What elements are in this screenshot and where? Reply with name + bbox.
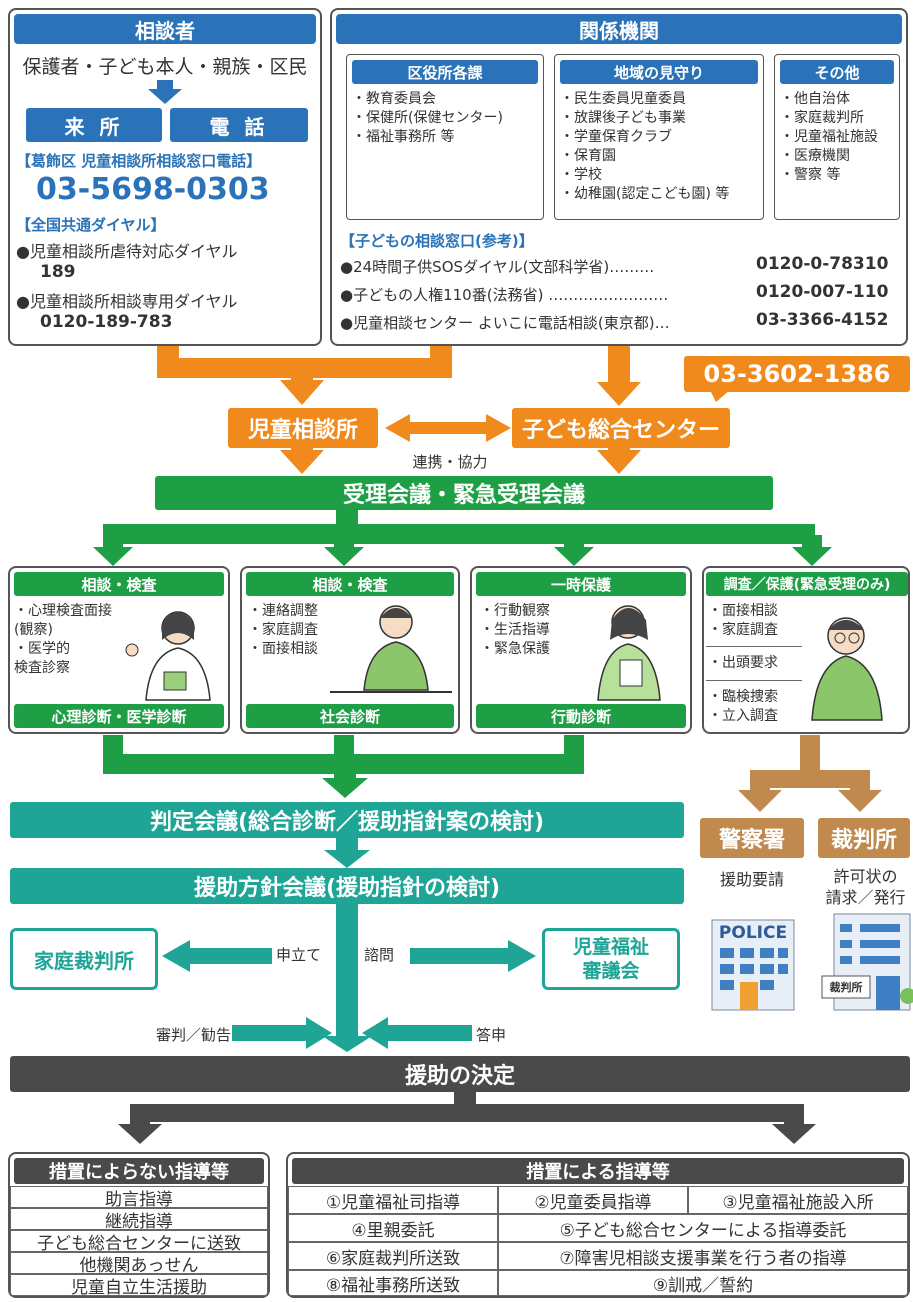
national-item-label: ●児童相談所虐待対応ダイヤル (16, 242, 238, 261)
trial-label: 審判／勧告 (156, 1026, 232, 1044)
agency-group-items: ・民生委員児童委員 ・放課後子ども事業 ・学童保育クラブ ・保育園 ・学校 ・幼… (560, 91, 730, 202)
measure-cell: ⑧福祉事務所送致 (288, 1270, 498, 1296)
consultant-box (8, 8, 322, 346)
non-measure-table (8, 1152, 270, 1298)
child-window-label: 【子どもの相談窓口(参考)】 (340, 232, 534, 250)
measure-cell: ②児童委員指導 (498, 1186, 688, 1214)
measure-cell: ④里親委託 (288, 1214, 498, 1242)
column-footer: 行動診断 (476, 704, 686, 728)
measure-cell: ③児童福祉施設入所 (688, 1186, 908, 1214)
answer-label: 答申 (476, 1026, 507, 1044)
police-note: 援助要請 (719, 870, 784, 889)
measure-cell: ①児童福祉司指導 (288, 1186, 498, 1214)
agencies-title: 関係機関 (336, 14, 902, 44)
petition-label: 申立て (276, 946, 322, 964)
court-note: 許可状の 請求／発行 (825, 867, 906, 907)
column-header: 相談・検査 (246, 572, 454, 596)
investigation-item: ・面接相談 ・家庭調査 (708, 603, 778, 638)
cooperation-label: 連携・協力 (412, 452, 488, 471)
measure-cell: ⑥家庭裁判所送致 (288, 1242, 498, 1270)
investigation-divider (706, 680, 802, 681)
consultant-subtitle: 保護者・子ども本人・親族・区民 (22, 55, 308, 78)
investigation-divider (706, 646, 802, 647)
agency-group-items: ・他自治体 ・家庭裁判所 ・児童福祉施設 ・医療機関 ・警察 等 (780, 91, 878, 183)
measure-cell: ⑨訓戒／誓約 (498, 1270, 908, 1296)
kodomo-center-label: 子ども総合センター (512, 408, 730, 448)
column-footer: 心理診断・医学診断 (14, 704, 224, 728)
column-items: ・行動観察 ・生活指導 ・緊急保護 (480, 603, 550, 657)
child-window-number: 0120-007-110 (756, 282, 889, 302)
consultant-title: 相談者 (14, 14, 316, 44)
non-measure-item: 児童自立生活援助 (10, 1274, 268, 1298)
agency-group-title: 区役所各課 (352, 60, 538, 84)
child-window-label: ●児童相談センター よいこに電話相談(東京都)… (340, 314, 670, 332)
column-items: ・連絡調整 ・家庭調査 ・面接相談 (248, 603, 318, 657)
jido-soudanjo-label: 児童相談所 (228, 408, 378, 448)
non-measure-item: 子ども総合センターに送致 (10, 1230, 268, 1254)
consult-label: 諮問 (364, 946, 395, 964)
court-label: 裁判所 (818, 818, 910, 858)
child-window-number: 0120-0-78310 (756, 254, 889, 274)
local-line-label: 【葛飾区 児童相談所相談窓口電話】 (16, 152, 262, 170)
agency-group-title: 地域の見守り (560, 60, 758, 84)
phone-button: 電 話 (170, 108, 308, 142)
measure-cell: ⑤子ども総合センターによる指導委託 (498, 1214, 908, 1242)
court-sign: 裁判所 (829, 981, 863, 994)
child-window-label: ●子どもの人権110番(法務省) …………………… (340, 286, 669, 304)
police-label: 警察署 (700, 818, 804, 858)
column-header: 一時保護 (476, 572, 686, 596)
family-court-box: 家庭裁判所 (10, 928, 158, 990)
national-item-number: 0120-189-783 (40, 312, 173, 332)
center-phone-badge: 03-3602-1386 (684, 356, 910, 392)
column-footer: 社会診断 (246, 704, 454, 728)
child-window-label: ●24時間子供SOSダイヤル(文部科学省)……… (340, 258, 655, 276)
measure-title: 措置による指導等 (292, 1158, 904, 1184)
investigation-item: ・臨検捜索 ・立入調査 (708, 689, 778, 724)
national-label: 【全国共通ダイヤル】 (16, 216, 166, 234)
visit-button: 来 所 (26, 108, 162, 142)
police-sign: POLICE (718, 923, 788, 943)
national-item-number: 189 (40, 262, 76, 282)
column-items: ・心理検査面接 (観察) ・医学的 検査診察 (14, 603, 112, 676)
agency-group-title: その他 (780, 60, 894, 84)
column-header: 相談・検査 (14, 572, 224, 596)
non-measure-title: 措置によらない指導等 (14, 1158, 264, 1184)
local-line-number: 03-5698-0303 (36, 172, 270, 207)
non-measure-item: 助言指導 (10, 1186, 268, 1210)
judgment-meeting: 判定会議(総合診断／援助指針案の検討) (10, 802, 684, 838)
measure-table (286, 1152, 910, 1298)
non-measure-item: 他機関あっせん (10, 1252, 268, 1276)
reception-meeting: 受理会議・緊急受理会議 (155, 476, 773, 510)
welfare-council-box: 児童福祉 審議会 (542, 928, 680, 990)
agency-group-items: ・教育委員会 ・保健所(保健センター) ・福祉事務所 等 (352, 91, 503, 145)
non-measure-item: 継続指導 (10, 1208, 268, 1232)
national-item-label: ●児童相談所相談専用ダイヤル (16, 292, 238, 311)
investigation-header: 調査／保護(緊急受理のみ) (706, 572, 908, 596)
measure-cell: ⑦障害児相談支援事業を行う者の指導 (498, 1242, 908, 1270)
child-window-number: 03-3366-4152 (756, 310, 889, 330)
decision-bar: 援助の決定 (10, 1056, 910, 1092)
investigation-item: ・出頭要求 (708, 655, 778, 671)
policy-meeting: 援助方針会議(援助指針の検討) (10, 868, 684, 904)
